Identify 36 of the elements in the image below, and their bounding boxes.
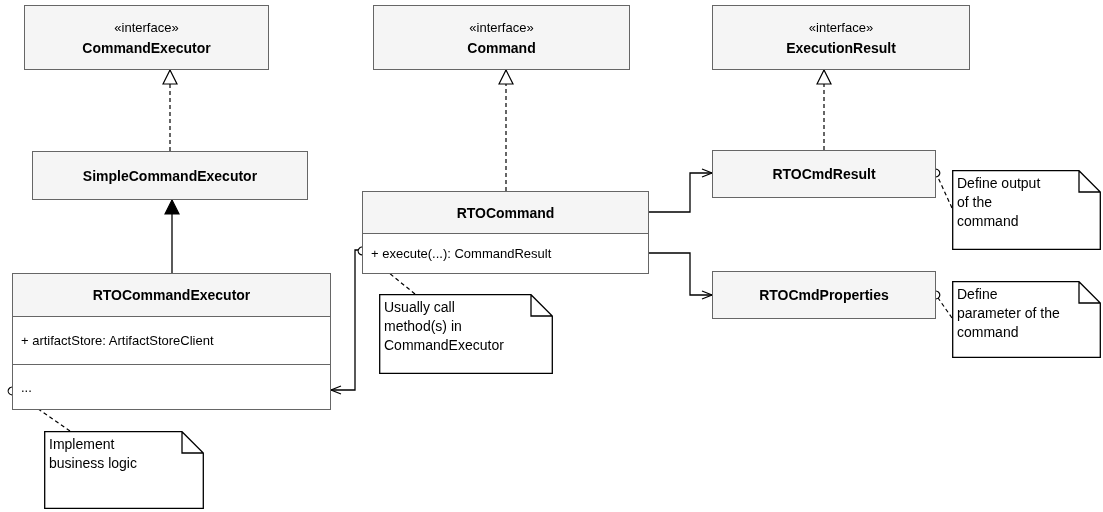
note-text: Implement business logic [48,435,138,473]
interface-name: ExecutionResult [786,38,896,58]
stereotype-label: «interface» [469,18,534,37]
class-box [362,191,649,274]
note-text: Define parameter of the command [956,285,1061,342]
member-text: + execute(...): CommandResult [363,233,648,273]
note [44,431,204,509]
stereotype-label: «interface» [114,18,179,37]
class-name: RTOCommand [455,203,556,223]
interface-name: Command [467,38,536,58]
note-text: Define output of the command [956,174,1042,231]
interface-box [24,5,269,70]
note [952,170,1101,250]
interface-box [373,5,630,70]
interface-box [712,5,970,70]
class-box [712,271,936,319]
note [952,281,1101,358]
association-arrow [648,168,713,213]
class-box [12,273,331,410]
realization-arrow [816,69,832,151]
note [379,294,553,374]
class-name: RTOCmdProperties [758,286,890,305]
realization-arrow [162,69,178,152]
association-arrow [648,252,713,300]
class-box [712,150,936,198]
class-name: RTOCommandExecutor [91,286,252,305]
note-text: Usually call method(s) in CommandExecutor [383,298,505,355]
class-name: RTOCmdResult [771,165,877,184]
member-text: + artifactStore: ArtifactStoreClient [13,316,330,364]
interface-name: CommandExecutor [82,38,211,58]
class-box [32,151,308,200]
realization-arrow [498,69,514,192]
method-text: ... [13,364,330,409]
class-name: SimpleCommandExecutor [81,166,259,186]
inheritance-arrow [164,199,180,274]
stereotype-label: «interface» [808,18,874,37]
